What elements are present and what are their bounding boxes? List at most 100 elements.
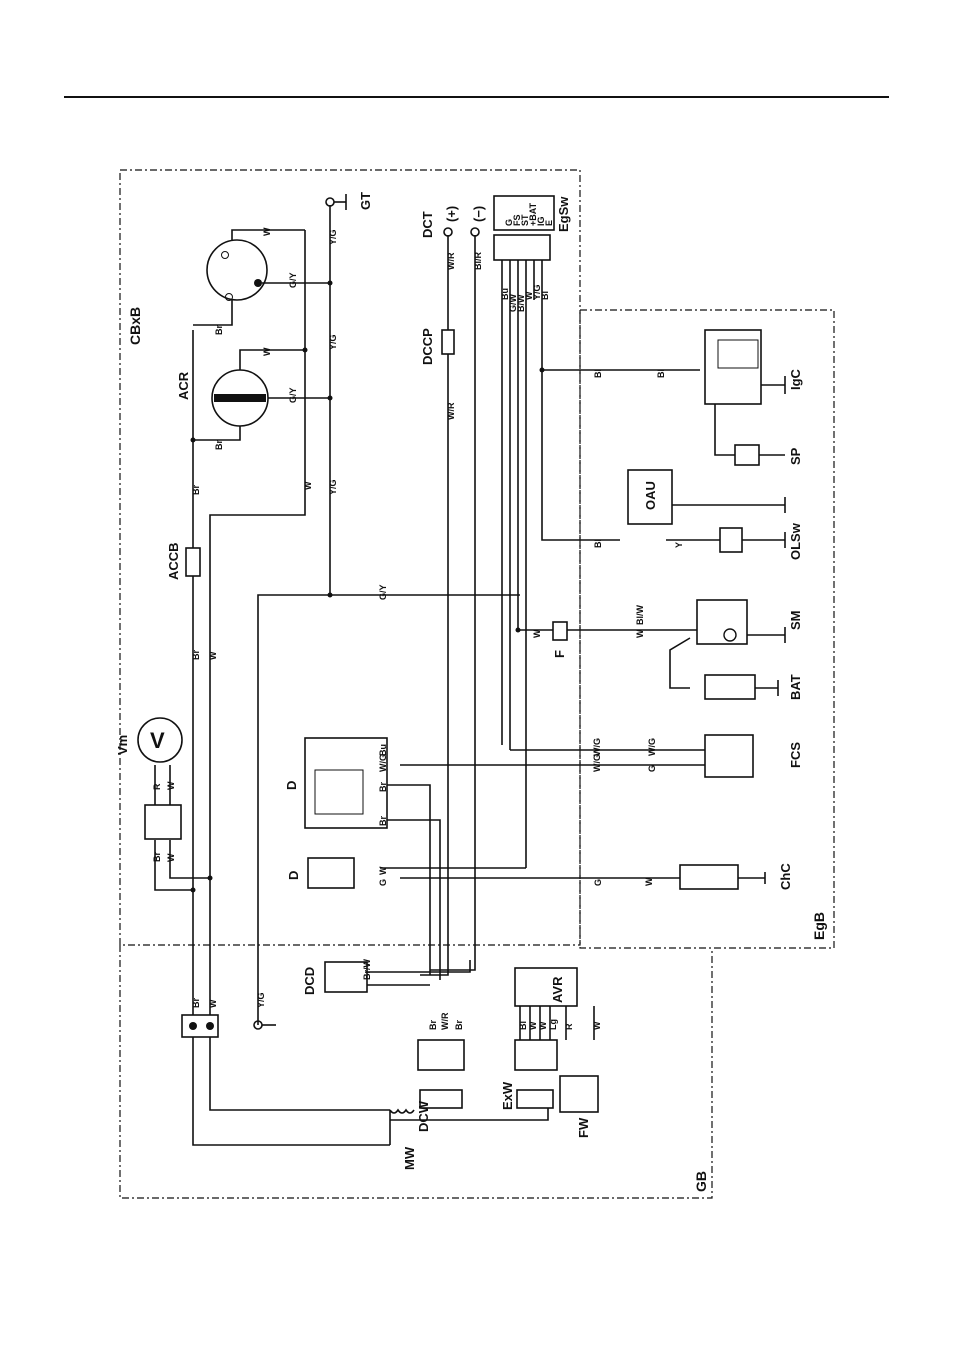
svg-text:Br: Br bbox=[191, 998, 201, 1008]
label-dcd: DCD bbox=[302, 967, 317, 995]
exw-block bbox=[514, 1039, 558, 1071]
chc-coil bbox=[679, 864, 739, 890]
svg-text:W: W bbox=[524, 291, 534, 300]
egsw-terminal-g: G bbox=[504, 219, 514, 226]
group-label-egb: EgB bbox=[811, 912, 827, 940]
label-chc: ChC bbox=[778, 863, 793, 890]
svg-text:Br: Br bbox=[152, 852, 162, 862]
svg-text:W: W bbox=[538, 1021, 548, 1030]
acr-gauge-upper bbox=[206, 239, 268, 301]
d-diode bbox=[307, 857, 355, 889]
svg-text:G/W: G/W bbox=[508, 293, 518, 312]
label-mw: MW bbox=[402, 1146, 417, 1170]
label-vm: Vm bbox=[115, 735, 130, 755]
svg-text:Bu: Bu bbox=[378, 744, 388, 756]
label-dct: DCT bbox=[420, 211, 435, 238]
svg-text:Br: Br bbox=[214, 325, 224, 335]
svg-text:W/R: W/R bbox=[446, 402, 456, 420]
svg-text:W: W bbox=[166, 853, 176, 862]
label-egsw: EgSw bbox=[556, 196, 571, 232]
egb-boundary bbox=[579, 309, 835, 949]
label-fw: FW bbox=[576, 1117, 591, 1138]
fw-block bbox=[559, 1075, 599, 1113]
label-d2: D bbox=[286, 871, 301, 880]
svg-text:W: W bbox=[262, 347, 272, 356]
accb-breaker bbox=[185, 547, 201, 577]
sp-plug bbox=[734, 444, 760, 466]
svg-text:W: W bbox=[635, 629, 645, 638]
svg-text:Bl/W: Bl/W bbox=[635, 604, 645, 625]
svg-text:Bl: Bl bbox=[656, 369, 666, 378]
label-sm: SM bbox=[788, 611, 803, 631]
svg-text:G/Y: G/Y bbox=[378, 584, 388, 600]
svg-text:Lg: Lg bbox=[548, 1019, 558, 1030]
svg-text:R: R bbox=[564, 1023, 574, 1030]
svg-text:W: W bbox=[592, 1021, 602, 1030]
svg-text:Y/G: Y/G bbox=[328, 479, 338, 495]
svg-text:W: W bbox=[166, 781, 176, 790]
label-olsw: OLSw bbox=[788, 522, 803, 560]
svg-text:W/G: W/G bbox=[592, 754, 602, 772]
label-d1: D bbox=[284, 781, 299, 790]
mw-coil bbox=[389, 1108, 415, 1145]
svg-text:Y/G: Y/G bbox=[256, 992, 266, 1008]
label-fcs: FCS bbox=[788, 742, 803, 768]
egsw-terminal-fs: FS bbox=[512, 214, 522, 226]
svg-text:G: G bbox=[378, 879, 388, 886]
svg-text:Y/G: Y/G bbox=[328, 334, 338, 350]
svg-text:Bl/R: Bl/R bbox=[473, 251, 483, 270]
olsw-switch bbox=[719, 527, 743, 553]
bat-battery bbox=[704, 674, 756, 700]
wire-w-trunk bbox=[209, 230, 390, 1111]
svg-text:Bl: Bl bbox=[593, 369, 603, 378]
dcw-block bbox=[417, 1039, 465, 1071]
svg-text:Br: Br bbox=[378, 816, 388, 826]
wire-blr bbox=[430, 235, 476, 971]
svg-text:W/R: W/R bbox=[446, 252, 456, 270]
svg-text:Br: Br bbox=[428, 1020, 438, 1030]
svg-text:G: G bbox=[647, 765, 657, 772]
svg-text:Bl: Bl bbox=[593, 539, 603, 548]
f-fuse bbox=[552, 621, 568, 641]
egsw-terminal-ig: IG bbox=[536, 216, 546, 226]
label-oau: OAU bbox=[643, 481, 658, 510]
cbxb-boundary bbox=[119, 169, 581, 946]
svg-text:W/G: W/G bbox=[378, 754, 388, 772]
wire-gy-horizontal bbox=[257, 594, 520, 1025]
label-accb: ACCB bbox=[166, 542, 181, 580]
svg-text:W: W bbox=[532, 629, 542, 638]
label-dcw: DCW bbox=[416, 1100, 431, 1132]
svg-text:Y/G: Y/G bbox=[532, 284, 542, 300]
label-exw: ExW bbox=[500, 1081, 515, 1110]
label-igc: IgC bbox=[788, 368, 803, 390]
egsw-terminal-e: E bbox=[544, 220, 554, 226]
label-dct-plus: (+) bbox=[444, 206, 459, 222]
label-acr: ACR bbox=[176, 371, 191, 400]
vm-voltmeter bbox=[137, 717, 183, 763]
svg-text:W: W bbox=[378, 866, 388, 875]
svg-text:Br: Br bbox=[191, 485, 201, 495]
label-sp: SP bbox=[788, 447, 803, 465]
oau-unit bbox=[627, 469, 673, 525]
label-bat: BAT bbox=[788, 674, 803, 700]
group-label-gb: GB bbox=[693, 1171, 709, 1192]
svg-text:Br: Br bbox=[214, 440, 224, 450]
svg-text:B/W: B/W bbox=[516, 294, 526, 312]
svg-text:Bl: Bl bbox=[518, 1021, 528, 1030]
egsw-terminal-bat: +BAT bbox=[528, 202, 538, 226]
svg-text:W/R: W/R bbox=[440, 1012, 450, 1030]
wire-br-trunk bbox=[192, 330, 390, 1146]
group-label-cbxb: CBxB bbox=[127, 307, 143, 345]
svg-text:Bu: Bu bbox=[500, 288, 510, 300]
svg-text:Br: Br bbox=[378, 782, 388, 792]
egsw-block bbox=[493, 195, 555, 231]
sm-motor bbox=[696, 599, 748, 645]
label-f: F bbox=[552, 650, 567, 658]
svg-text:R: R bbox=[152, 783, 162, 790]
svg-text:W: W bbox=[528, 1021, 538, 1030]
svg-text:Bl: Bl bbox=[540, 291, 550, 300]
avr-block bbox=[514, 967, 578, 1007]
svg-text:Br: Br bbox=[454, 1020, 464, 1030]
